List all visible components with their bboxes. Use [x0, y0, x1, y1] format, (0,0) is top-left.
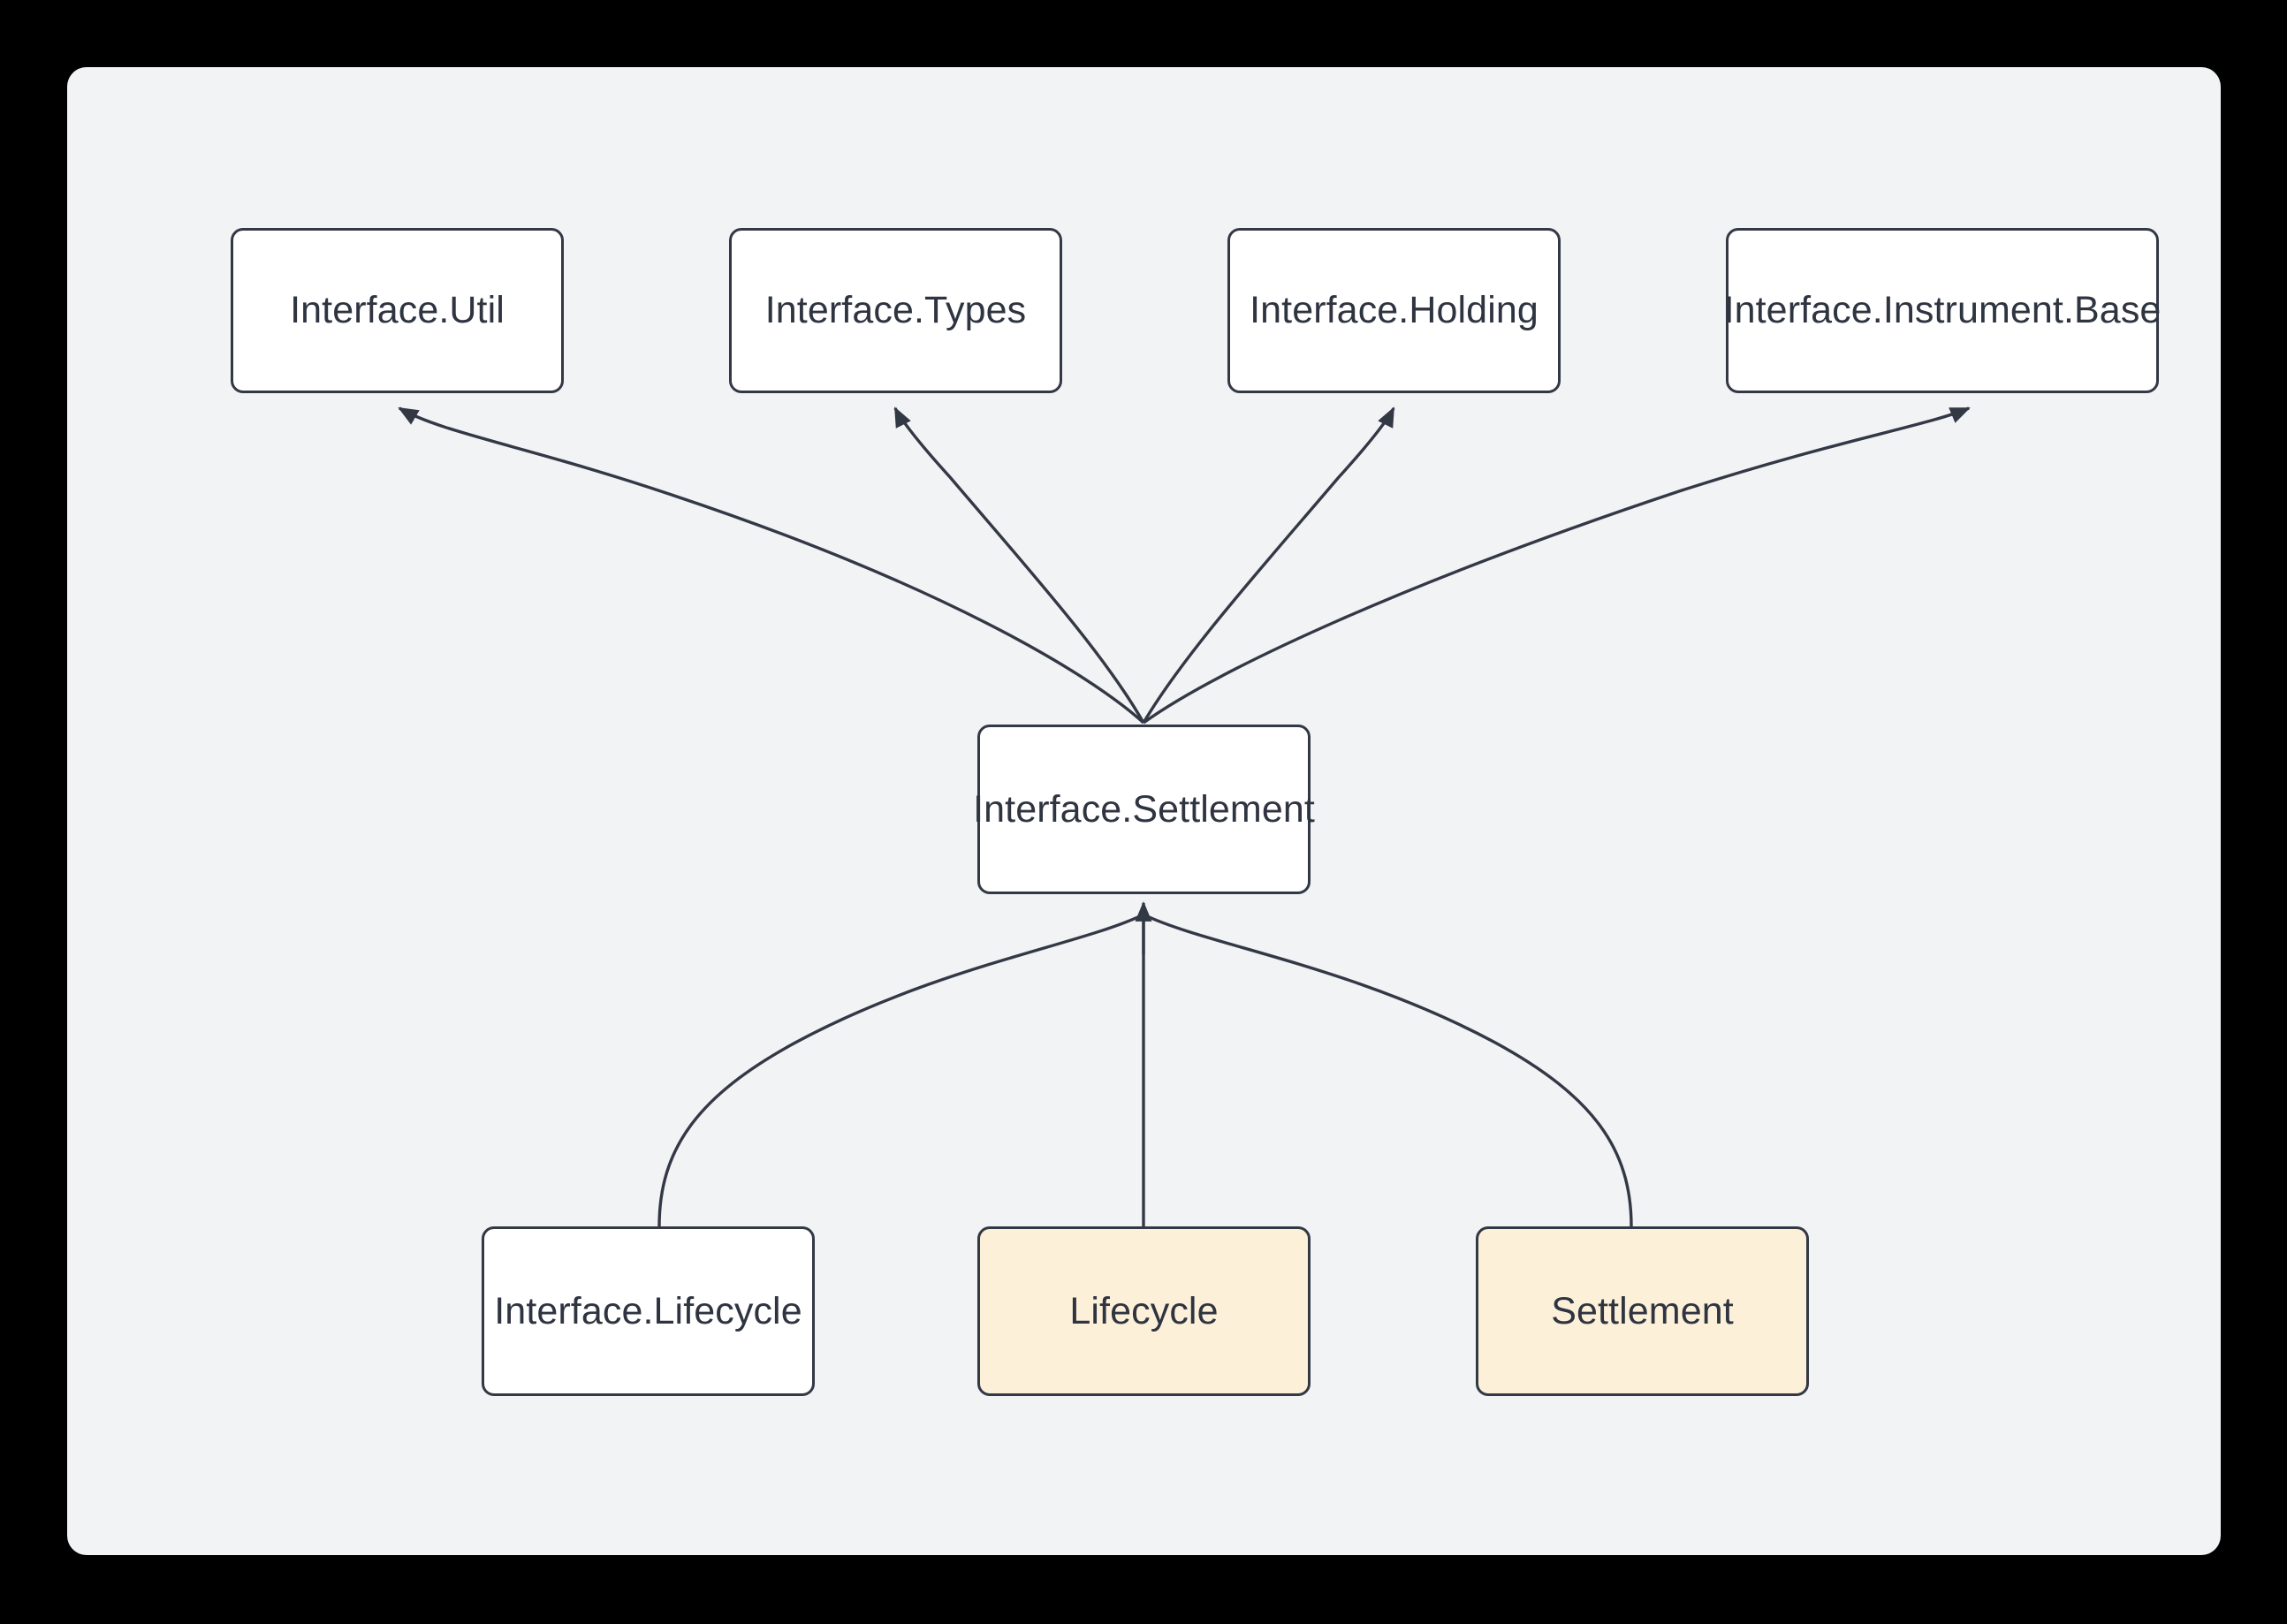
node-lifecycle[interactable]: Lifecycle [977, 1226, 1311, 1396]
node-label-settlement: Settlement [1551, 1289, 1734, 1332]
node-interface-types[interactable]: Interface.Types [729, 228, 1062, 393]
node-interface-instrument-base[interactable]: Interface.Instrument.Base [1723, 228, 2162, 393]
node-interface-holding[interactable]: Interface.Holding [1227, 228, 1561, 393]
node-interface-settlement[interactable]: Interface.Settlement [973, 725, 1315, 894]
node-label-interface-holding: Interface.Holding [1250, 289, 1539, 331]
node-label-interface-instrument-base: Interface.Instrument.Base [1723, 289, 2162, 331]
node-interface-util[interactable]: Interface.Util [231, 228, 564, 393]
node-settlement[interactable]: Settlement [1476, 1226, 1809, 1396]
node-label-interface-util: Interface.Util [290, 289, 505, 331]
node-label-interface-types: Interface.Types [764, 289, 1027, 331]
node-interface-lifecycle[interactable]: Interface.Lifecycle [482, 1226, 815, 1396]
node-label-lifecycle: Lifecycle [1069, 1289, 1219, 1332]
node-label-interface-lifecycle: Interface.Lifecycle [494, 1289, 802, 1332]
node-label-interface-settlement: Interface.Settlement [973, 787, 1315, 831]
